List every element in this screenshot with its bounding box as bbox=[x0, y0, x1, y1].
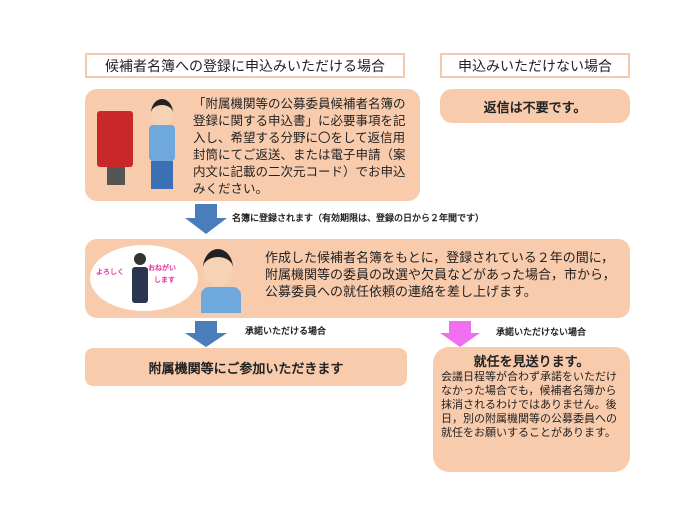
postbox-stand bbox=[107, 167, 125, 185]
woman-body bbox=[132, 267, 148, 303]
speech-text: します bbox=[154, 276, 175, 284]
decline-label: 承諾いただけない場合 bbox=[496, 328, 587, 338]
result-accept-box: 附属機関等にご参加いただきます bbox=[85, 348, 407, 386]
person-icon bbox=[151, 99, 173, 127]
person-legs bbox=[151, 161, 173, 189]
arrow-down-icon bbox=[195, 204, 217, 218]
arrow-head bbox=[185, 218, 227, 234]
decline-text: 会議日程等が合わず承諾をいただけなかった場合でも，候補者名簿から抹消されるわけで… bbox=[441, 370, 617, 439]
speech-text: よろしく bbox=[96, 268, 124, 276]
no-reply-box: 返信は不要です。 bbox=[440, 89, 630, 123]
person-body bbox=[149, 125, 175, 161]
postbox-icon bbox=[97, 111, 133, 167]
arrow-down-pink-icon bbox=[449, 321, 471, 333]
accept-label: 承諾いただける場合 bbox=[245, 327, 327, 337]
speech-text: おねがい bbox=[148, 264, 176, 272]
speech-bubble: よろしく おねがい します bbox=[90, 245, 198, 311]
arrow-head-pink bbox=[440, 333, 480, 347]
step2-text: 作成した候補者名簿をもとに，登録されている２年の間に，附属機関等の委員の改選や欠… bbox=[265, 251, 616, 300]
header-accept: 候補者名簿への登録に申込みいただける場合 bbox=[85, 53, 405, 78]
arrow1-label: 名簿に登録されます（有効期限は、登録の日から２年間です） bbox=[232, 214, 485, 224]
step1-text: 「附属機関等の公募委員候補者名簿の登録に関する申込書」に必要事項を記入し、希望す… bbox=[193, 96, 406, 196]
result-decline-box: 就任を見送ります。 会議日程等が合わず承諾をいただけなかった場合でも，候補者名簿… bbox=[433, 347, 630, 472]
arrow-down-icon bbox=[195, 321, 217, 333]
header-decline: 申込みいただけない場合 bbox=[440, 53, 630, 78]
phone-person-icon bbox=[203, 249, 233, 287]
step2-box: よろしく おねがい します 作成した候補者名簿をもとに，登録されている２年の間に… bbox=[85, 239, 630, 318]
woman-icon bbox=[134, 253, 146, 265]
phone-person-body bbox=[201, 287, 241, 313]
decline-title: 就任を見送ります。 bbox=[473, 355, 590, 370]
arrow-head bbox=[185, 333, 227, 347]
step1-box: 「附属機関等の公募委員候補者名簿の登録に関する申込書」に必要事項を記入し、希望す… bbox=[85, 89, 420, 201]
